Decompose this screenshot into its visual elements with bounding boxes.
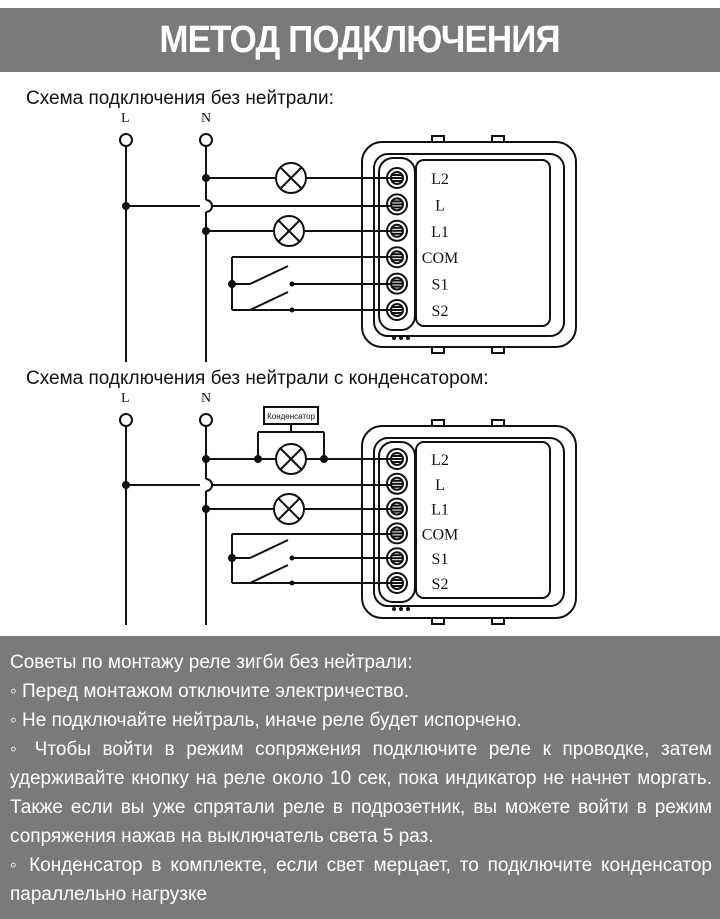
terminal-label-l1: L1 — [431, 224, 449, 241]
relay-module-inner — [373, 437, 565, 607]
mounting-tips-panel: Советы по монтажу реле зигби без нейтрал… — [0, 636, 720, 919]
lamp-icon — [275, 443, 307, 475]
terminal-label-s2: S2 — [432, 303, 449, 320]
neutral-label: N — [201, 391, 211, 406]
line-label: L — [121, 391, 130, 406]
module-tab — [491, 346, 505, 354]
wire-crossover — [205, 478, 213, 492]
tip-item: ◦ Конденсатор в комплекте, если свет мер… — [10, 855, 712, 905]
screw-terminal-icon — [386, 299, 408, 321]
neutral-terminal-icon — [199, 133, 213, 147]
diagram1-caption: Схема подключения без нейтрали: — [26, 88, 334, 109]
screw-terminal-icon — [386, 219, 408, 242]
terminal-label-s1: S1 — [432, 277, 449, 294]
lamp-icon — [275, 162, 307, 194]
terminal-label-com: COM — [422, 526, 458, 543]
terminal-label-l2: L2 — [431, 452, 449, 469]
terminal-label-l: L — [435, 477, 445, 494]
terminal-label-l1: L1 — [431, 502, 449, 519]
lamp-icon — [273, 215, 305, 247]
screw-terminal-icon — [386, 272, 408, 295]
screw-terminal-icon — [386, 246, 408, 269]
diagram2-caption: Схема подключения без нейтрали с конденс… — [26, 368, 489, 389]
terminal-label-l2: L2 — [431, 171, 449, 188]
neutral-label: N — [201, 111, 211, 126]
screw-terminal-icon — [386, 193, 408, 216]
terminal-label-s1: S1 — [432, 551, 449, 568]
page-title: МЕТОД ПОДКЛЮЧЕНИЯ — [159, 18, 561, 61]
terminal-label-l: L — [435, 197, 445, 214]
terminal-label-s2: S2 — [432, 576, 449, 593]
module-tab — [431, 346, 445, 354]
module-tab — [431, 617, 445, 625]
screw-terminal-icon — [386, 448, 408, 470]
tip-item: ◦ Перед монтажом отключите электричество… — [10, 681, 409, 702]
neutral-terminal-icon — [199, 413, 213, 427]
switch-lever — [249, 265, 289, 285]
line-terminal-icon — [119, 413, 133, 427]
module-tab — [431, 135, 445, 143]
terminal-block — [378, 441, 416, 603]
screw-terminal-icon — [386, 572, 408, 594]
module-tab — [491, 617, 505, 625]
screw-terminal-icon — [386, 497, 408, 520]
terminal-label-com: COM — [422, 250, 458, 267]
switch-lever — [249, 564, 289, 584]
screw-terminals — [386, 167, 408, 321]
relay-module-inner — [373, 153, 565, 337]
screw-terminal-icon — [386, 472, 408, 495]
screw-terminals — [386, 448, 408, 594]
lamp-icon — [273, 493, 305, 525]
capacitor-label: Конденсатор — [267, 412, 315, 421]
module-tab — [491, 135, 505, 143]
switch-lever — [249, 291, 289, 311]
terminal-block — [378, 157, 416, 331]
wire-crossover — [205, 199, 213, 213]
screw-terminal-icon — [386, 547, 408, 570]
tip-item: ◦ Чтобы войти в режим сопряжения подключ… — [10, 739, 712, 847]
module-tab — [491, 419, 505, 427]
tip-item: ◦ Не подключайте нейтраль, иначе реле бу… — [10, 710, 522, 731]
title-banner: МЕТОД ПОДКЛЮЧЕНИЯ — [0, 8, 720, 72]
switch-lever — [249, 539, 289, 559]
line-terminal-icon — [119, 133, 133, 147]
tips-heading: Советы по монтажу реле зигби без нейтрал… — [10, 652, 413, 673]
screw-terminal-icon — [386, 522, 408, 545]
relay-module-outline — [361, 425, 577, 619]
module-tab — [431, 419, 445, 427]
line-label: L — [121, 111, 130, 126]
screw-terminal-icon — [386, 167, 408, 189]
relay-module-outline — [361, 141, 577, 348]
